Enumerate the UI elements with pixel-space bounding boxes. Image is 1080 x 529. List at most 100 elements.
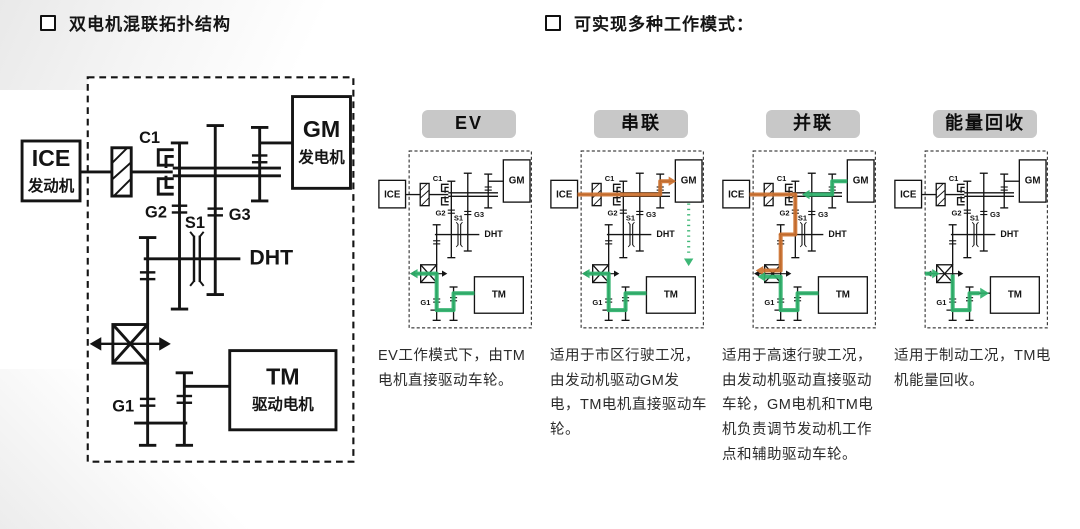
- dht-label: DHT: [1000, 229, 1019, 239]
- s1-label: S1: [185, 214, 205, 232]
- ice-box: [378, 179, 407, 209]
- tm-box: [989, 275, 1040, 314]
- mode-caption-parallel: 适用于高速行驶工况，由发动机驱动直接驱动车轮，GM电机和TM电机负责调节发动机工…: [722, 347, 874, 464]
- c1-label: C1: [949, 174, 959, 183]
- dht-label: DHT: [828, 229, 847, 239]
- g3-label: G3: [990, 209, 1000, 218]
- g2-label: G2: [779, 208, 789, 217]
- ice-box: [722, 179, 751, 209]
- tm-box: [228, 349, 338, 432]
- g3-label: G3: [646, 209, 656, 218]
- flow-gm_to_tm_dot: [683, 203, 694, 266]
- g3-label: G3: [474, 209, 484, 218]
- right-section-title: 可实现多种工作模式：: [574, 15, 754, 34]
- mode-tab-wrap: 并联: [750, 110, 876, 138]
- tm-sub-label: 驱动电机: [252, 395, 314, 414]
- g3-label: G3: [818, 209, 828, 218]
- c1-clutch: [156, 148, 174, 196]
- mode-tab-ev: EV: [422, 110, 516, 138]
- ice-label: ICE: [384, 189, 401, 200]
- g1-label: G1: [936, 297, 946, 306]
- g1-label: G1: [420, 297, 430, 306]
- c1-label: C1: [777, 174, 787, 183]
- gm-label: GM: [303, 116, 340, 142]
- c1-label: C1: [433, 174, 443, 183]
- c1-label: C1: [139, 129, 160, 147]
- g1-label: G1: [112, 397, 134, 415]
- c1-clutch: [440, 183, 449, 206]
- tm-label: TM: [664, 289, 678, 300]
- g3-label: G3: [229, 206, 251, 224]
- ice-label: ICE: [728, 189, 745, 200]
- ice-box: [550, 179, 579, 209]
- g2-label: G2: [951, 208, 961, 217]
- flow-ice_to_gm: [577, 176, 677, 197]
- mode-tab-series: 串联: [594, 110, 688, 138]
- tm-label: TM: [836, 289, 850, 300]
- flow-tm_drive: [582, 268, 647, 312]
- g1-label: G1: [592, 297, 602, 306]
- gm-sub-label: 发电机: [297, 147, 345, 166]
- gm-label: GM: [1025, 175, 1041, 186]
- right-section-header: 可实现多种工作模式：: [545, 10, 754, 35]
- tm-box: [473, 275, 524, 314]
- flow-wheel_in: [925, 268, 940, 278]
- mode-tab-regen: 能量回收: [933, 110, 1037, 138]
- g1-label: G1: [764, 297, 774, 306]
- gm-label: GM: [509, 175, 525, 186]
- tm-label: TM: [266, 363, 299, 389]
- c1-clutch: [956, 183, 965, 206]
- gm-label: GM: [681, 175, 697, 186]
- c1-clutch: [784, 183, 793, 206]
- gm-label: GM: [853, 175, 869, 186]
- gm-box: [291, 95, 352, 190]
- c1-label: C1: [605, 174, 615, 183]
- c1-clutch: [612, 183, 621, 206]
- g2-label: G2: [607, 208, 617, 217]
- ice-label: ICE: [900, 189, 917, 200]
- g2-label: G2: [145, 203, 167, 221]
- ice-sub-label: 发动机: [27, 176, 75, 195]
- gm-box: [846, 158, 875, 203]
- dht-label: DHT: [249, 246, 293, 270]
- square-bullet-icon: [545, 14, 561, 31]
- mode-caption-series: 适用于市区行驶工况，由发动机驱动GM发电，TM电机直接驱动车轮。: [550, 347, 707, 439]
- flow-regen_to_tm: [950, 274, 990, 312]
- dht-label: DHT: [656, 229, 675, 239]
- mode-tab-parallel: 并联: [766, 110, 860, 138]
- s1-label: S1: [798, 213, 807, 222]
- ice-label: ICE: [556, 189, 573, 200]
- flow-gm_assist: [802, 178, 848, 199]
- gm-box: [502, 158, 531, 203]
- tm-label: TM: [492, 289, 506, 300]
- s1-label: S1: [626, 213, 635, 222]
- ice-label: ICE: [32, 145, 71, 171]
- square-bullet-icon: [40, 14, 56, 31]
- mode-caption-regen: 适用于制动工况，TM电机能量回收。: [894, 347, 1051, 389]
- tm-box: [817, 275, 868, 314]
- dht-label: DHT: [484, 229, 503, 239]
- flow-tm_drive_p: [757, 271, 819, 312]
- left-section-header: 双电机混联拓扑结构: [40, 10, 231, 35]
- flow-ice_drive: [749, 192, 798, 275]
- mode-tab-wrap: EV: [406, 110, 532, 138]
- flow-tm_drive: [410, 268, 475, 312]
- mode-tab-wrap: 串联: [578, 110, 704, 138]
- tm-label: TM: [1008, 289, 1022, 300]
- tm-box: [645, 275, 696, 314]
- g2-label: G2: [435, 208, 445, 217]
- left-section-title: 双电机混联拓扑结构: [69, 15, 231, 34]
